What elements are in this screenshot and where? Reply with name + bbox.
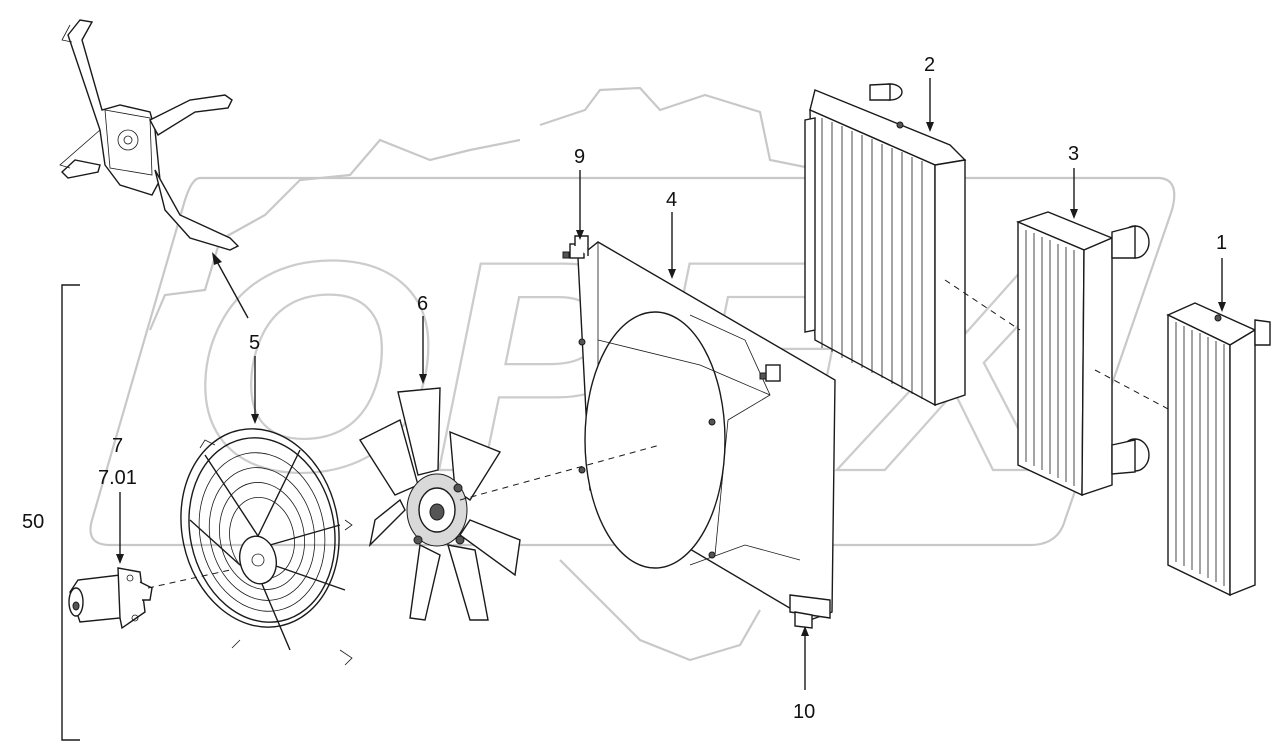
assembly-axis-lines xyxy=(147,279,1171,589)
callout-4: 4 xyxy=(666,189,677,211)
fan-shroud xyxy=(562,235,836,629)
callout-5: 5 xyxy=(249,332,260,354)
oil-cooler-middle xyxy=(1016,211,1150,497)
hydraulic-motor xyxy=(68,567,153,630)
callout-7: 7 xyxy=(112,435,123,457)
leader-lines xyxy=(116,78,1226,690)
callout-9: 9 xyxy=(574,146,585,168)
group-50-bracket xyxy=(61,284,80,741)
callout-7-01: 7.01 xyxy=(98,467,137,489)
callout-6: 6 xyxy=(417,293,428,315)
watermark-frame xyxy=(89,176,1176,547)
watermark-gear xyxy=(148,86,837,662)
radiator-main xyxy=(804,83,967,407)
fan-mount-bracket xyxy=(59,19,240,251)
oil-cooler-right xyxy=(1166,302,1271,597)
fan-blade-assembly xyxy=(358,387,521,621)
callout-labels: 1 2 3 4 5 6 7 7.01 9 10 50 xyxy=(22,54,1227,723)
callout-3: 3 xyxy=(1068,143,1079,165)
callout-2: 2 xyxy=(924,54,935,76)
bracket-arrow xyxy=(212,252,249,319)
callout-1: 1 xyxy=(1216,232,1227,254)
callout-10: 10 xyxy=(793,701,815,723)
callout-50: 50 xyxy=(22,511,44,533)
fan-guard xyxy=(180,428,353,666)
